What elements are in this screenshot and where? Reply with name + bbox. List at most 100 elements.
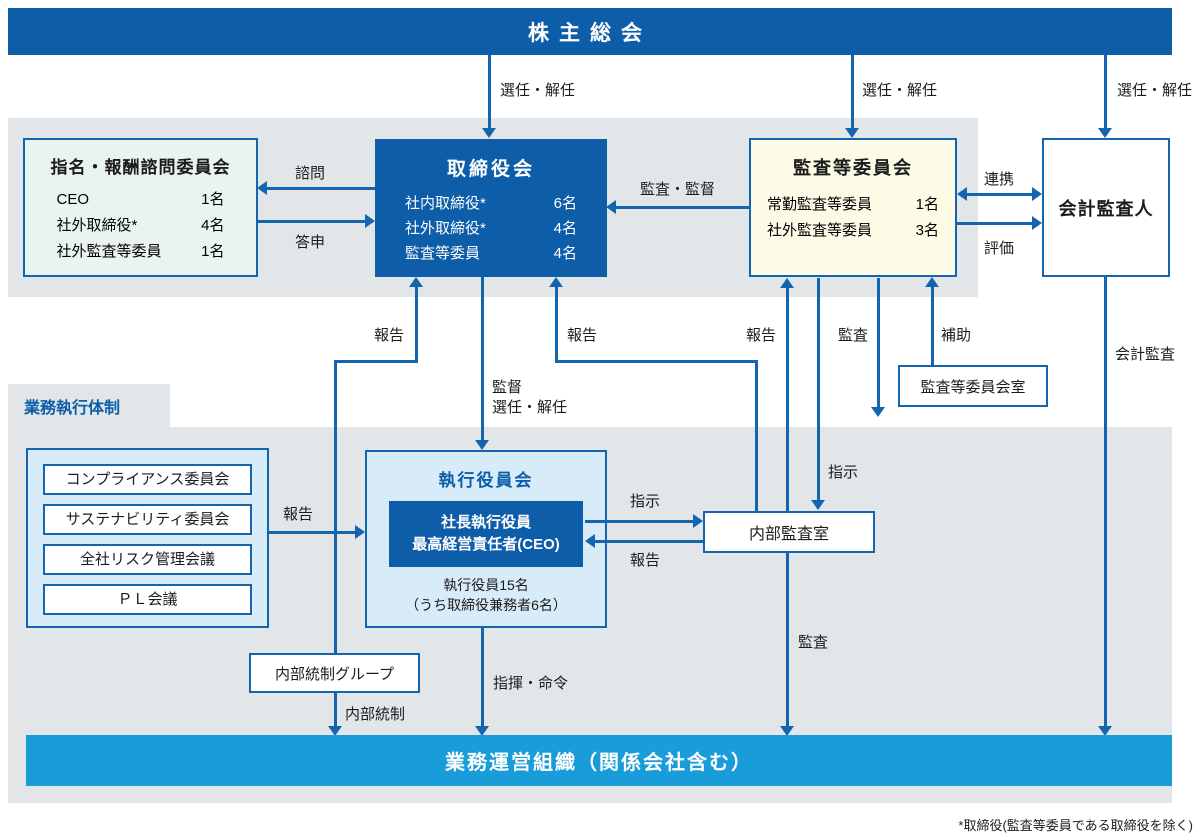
connector-audit-office-vertical xyxy=(755,361,758,511)
connector-control-group-horizontal xyxy=(334,360,418,363)
arrow-supervise-head xyxy=(475,440,489,450)
meeting-item-sustainability: サステナビリティ委員会 xyxy=(43,504,252,535)
arrow-report-to-ceo-head xyxy=(585,534,595,548)
arrow-appoint-auditor-line xyxy=(1104,55,1107,128)
member-role: 社外取締役* xyxy=(56,217,138,234)
member-count: 3名 xyxy=(915,222,939,239)
arrow-assist-line xyxy=(931,286,934,365)
execution-section-title: 業務執行体制 xyxy=(24,400,121,417)
audit-committee-office-box: 監査等委員会室 xyxy=(898,365,1048,407)
member-row: 常勤監査等委員 1名 xyxy=(767,192,939,218)
accounting-auditor-title: 会計監査人 xyxy=(1058,198,1154,219)
member-role: 常勤監査等委員 xyxy=(767,196,873,213)
audit-committee-office-title: 監査等委員会室 xyxy=(920,378,1026,396)
label-report-ceo: 報告 xyxy=(630,552,661,569)
member-count: 4名 xyxy=(553,220,577,237)
executive-committee-title: 執行役員会 xyxy=(438,471,534,490)
arrow-internal-audit-down-head xyxy=(780,726,794,736)
label-panel-report: 報告 xyxy=(283,506,314,523)
arrow-evaluation-head xyxy=(1032,216,1042,230)
label-instruct-internal-audit: 指示 xyxy=(828,464,859,481)
audit-committee-title: 監査等委員会 xyxy=(793,158,913,178)
accounting-auditor-box: 会計監査人 xyxy=(1042,138,1170,277)
label-audit-execution: 監査 xyxy=(838,327,869,344)
member-count: 6名 xyxy=(553,195,577,212)
arrow-report-audit-committee-line xyxy=(786,287,789,511)
member-row: 社内取締役* 6名 xyxy=(405,191,577,216)
arrow-internal-control-line xyxy=(334,693,337,727)
member-role: 社外監査等委員 xyxy=(56,243,162,260)
arrow-appoint-audit-committee-head xyxy=(845,128,859,138)
member-count: 4名 xyxy=(553,245,577,262)
arrow-internal-audit-down-line xyxy=(786,553,789,727)
executive-concurrent-note: （うち取締役兼務者6名） xyxy=(405,597,567,613)
label-appoint-dismiss-audit-committee: 選任・解任 xyxy=(862,82,938,99)
arrow-audit-office-report-head xyxy=(549,277,563,287)
execution-section-tab xyxy=(8,384,170,428)
member-row: 社外取締役* 4名 xyxy=(57,213,225,239)
arrow-appoint-auditor-head xyxy=(1098,128,1112,138)
arrow-panel-report-head xyxy=(355,525,365,539)
audit-supervisory-committee-box: 監査等委員会 常勤監査等委員 1名 社外監査等委員 3名 xyxy=(749,138,957,277)
label-command: 指揮・命令 xyxy=(493,675,569,692)
ceo-line1: 社長執行役員 xyxy=(440,514,531,531)
label-answer: 答申 xyxy=(295,234,326,251)
connector-control-group-vertical xyxy=(334,361,337,653)
operations-organization-title: 業務運営組織（関係会社含む） xyxy=(445,752,753,774)
ceo-box: 社長執行役員 最高経営責任者(CEO) xyxy=(389,501,583,567)
executive-count-note: 執行役員15名 xyxy=(443,577,529,593)
member-row: 社外監査等委員 3名 xyxy=(767,218,939,244)
label-audit-operations: 監査 xyxy=(798,634,829,651)
arrow-report-to-ceo-line xyxy=(594,540,703,543)
arrow-appoint-board-line xyxy=(488,55,491,128)
nomination-compensation-committee-box: 指名・報酬諮問委員会 CEO 1名 社外取締役* 4名 社外監査等委員 1名 xyxy=(23,138,258,277)
member-count: 1名 xyxy=(915,196,939,213)
arrow-report-audit-committee-head xyxy=(780,278,794,288)
board-title: 取締役会 xyxy=(446,159,535,180)
label-accounting-audit: 会計監査 xyxy=(1115,346,1176,363)
arrow-supervise-line xyxy=(481,277,484,441)
member-row: 社外監査等委員 1名 xyxy=(57,239,225,265)
label-appoint-dismiss-exec: 選任・解任 xyxy=(492,399,568,416)
label-consult: 諮問 xyxy=(295,165,326,182)
arrow-instruct-from-ceo-line xyxy=(585,520,696,523)
label-report-audit-committee: 報告 xyxy=(746,327,777,344)
arrow-cooperation-head-right xyxy=(1032,187,1042,201)
member-role: 社外監査等委員 xyxy=(767,222,873,239)
footnote: *取締役(監査等委員である取締役を除く) xyxy=(958,818,1193,833)
connector-audit-office-horizontal xyxy=(555,360,758,363)
member-role: 社外取締役* xyxy=(405,220,486,237)
executive-committee-notes: 執行役員15名 （うち取締役兼務者6名） xyxy=(367,575,605,615)
arrow-assist-head xyxy=(925,277,939,287)
nomination-committee-title: 指名・報酬諮問委員会 xyxy=(50,158,231,177)
arrow-cooperation-head-left xyxy=(957,187,967,201)
internal-audit-office-title: 内部監査室 xyxy=(748,526,829,543)
member-count: 1名 xyxy=(201,243,225,260)
label-appoint-dismiss-board: 選任・解任 xyxy=(500,82,576,99)
arrow-instruct-internal-audit-head xyxy=(811,500,825,510)
meeting-item-pl: ＰＬ会議 xyxy=(43,584,252,615)
arrow-accounting-audit-head xyxy=(1098,726,1112,736)
internal-control-group-title: 内部統制グループ xyxy=(274,665,395,683)
arrow-instruct-from-ceo-head xyxy=(693,514,703,528)
label-supervise: 監督 xyxy=(492,379,523,396)
meeting-item-compliance: コンプライアンス委員会 xyxy=(43,464,252,495)
arrow-command-line xyxy=(481,628,484,727)
arrow-panel-report-line xyxy=(269,531,358,534)
label-instruct-ceo: 指示 xyxy=(630,493,661,510)
arrow-audit-office-report-line xyxy=(555,286,558,363)
audit-committee-members: 常勤監査等委員 1名 社外監査等委員 3名 xyxy=(767,192,939,244)
operations-organization-bar: 業務運営組織（関係会社含む） xyxy=(26,735,1172,786)
internal-audit-office-box: 内部監査室 xyxy=(703,511,875,553)
arrow-audit-supervise-line xyxy=(615,206,749,209)
arrow-audit-supervise-head xyxy=(606,200,616,214)
shareholders-meeting-title: 株主総会 xyxy=(528,21,652,45)
meeting-item-risk-management: 全社リスク管理会議 xyxy=(43,544,252,575)
board-members: 社内取締役* 6名 社外取締役* 4名 監査等委員 4名 xyxy=(405,191,577,266)
arrow-command-head xyxy=(475,726,489,736)
executive-officers-committee-box: 執行役員会 社長執行役員 最高経営責任者(CEO) 執行役員15名 （うち取締役… xyxy=(365,450,607,628)
arrow-internal-control-head xyxy=(328,726,342,736)
member-role: 社内取締役* xyxy=(405,195,486,212)
member-role: 監査等委員 xyxy=(405,245,481,262)
label-assist: 補助 xyxy=(941,327,972,344)
